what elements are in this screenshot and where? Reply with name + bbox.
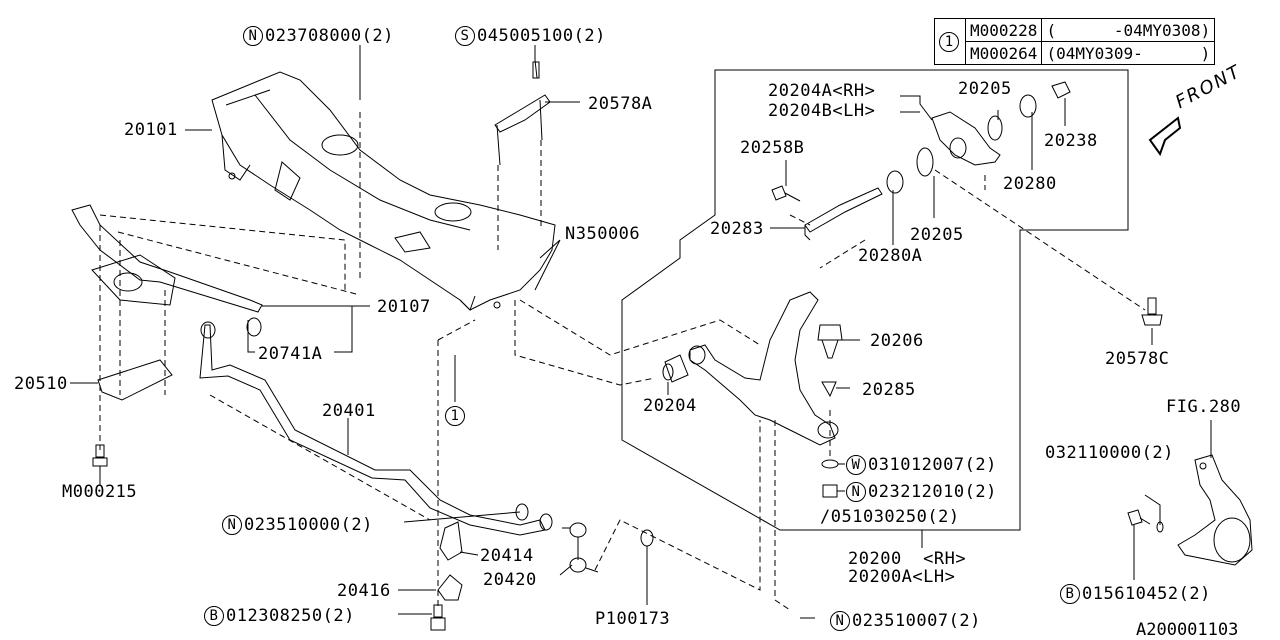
diagram-code: A200001103	[1136, 620, 1239, 640]
part-label-20416[interactable]: 20416	[337, 581, 391, 601]
part-label-20204b[interactable]: 20204B<LH>	[768, 101, 876, 121]
bolt-20578c	[1142, 298, 1162, 325]
bolt-012308250	[431, 605, 445, 630]
bolt-20258b	[772, 186, 800, 201]
part-label-20283[interactable]: 20283	[710, 219, 764, 239]
crossmember-20101	[212, 72, 555, 310]
part-label-20107[interactable]: 20107	[377, 297, 431, 317]
ball-joint-20206	[818, 325, 842, 358]
variant-range: (04MY0309- )	[1041, 41, 1216, 65]
washer-p100173	[641, 530, 653, 546]
washer-20280a	[887, 171, 903, 193]
variant-part: M000264	[964, 41, 1043, 65]
front-arrow-icon	[1150, 118, 1180, 154]
bushing-housing-20204a	[932, 112, 1000, 165]
part-label-20258b[interactable]: 20258B	[740, 138, 805, 158]
part-label-20205-lower[interactable]: 20205	[910, 225, 964, 245]
link-20420	[562, 523, 598, 572]
part-label-20280a[interactable]: 20280A	[858, 246, 923, 266]
fig-reference[interactable]: FIG.280	[1166, 397, 1242, 417]
washer-031012007	[822, 460, 838, 468]
plate-20510	[98, 360, 172, 400]
bolt-015610452	[1128, 510, 1150, 525]
part-label-n350006[interactable]: N350006	[565, 224, 641, 244]
bolt-m000215	[93, 445, 107, 466]
part-label-20414[interactable]: 20414	[480, 546, 534, 566]
nut-20238	[1052, 82, 1070, 98]
part-label-20206[interactable]: 20206	[870, 331, 924, 351]
washer-20205-lower	[917, 148, 933, 176]
part-label-m000215[interactable]: M000215	[62, 482, 138, 502]
part-label-20741a[interactable]: 20741A	[258, 344, 323, 364]
bar-end	[201, 322, 215, 338]
part-label-20200a[interactable]: 20200A<LH>	[848, 567, 956, 587]
part-label-20285[interactable]: 20285	[862, 380, 916, 400]
part-label-20204[interactable]: 20204	[643, 396, 697, 416]
lower-arm-20200	[689, 292, 838, 445]
wrench-icon: ∕	[820, 507, 831, 527]
part-label-20238[interactable]: 20238	[1044, 131, 1098, 151]
shaft-20283	[805, 188, 882, 240]
clamp-20416	[438, 575, 462, 600]
part-label-p100173[interactable]: P100173	[595, 609, 671, 629]
variant-table: 1 M000228 ( -04MY0308) M000264 (04MY0309…	[934, 18, 1216, 65]
variant-ref: 1	[934, 18, 966, 65]
assembly-outline	[622, 70, 1128, 530]
knuckle-fig280	[1178, 455, 1252, 565]
part-label-20578a[interactable]: 20578A	[588, 94, 653, 114]
part-label-20510[interactable]: 20510	[14, 374, 68, 394]
bushing-20414	[440, 522, 462, 560]
part-label-20101[interactable]: 20101	[124, 120, 178, 140]
part-label-20280[interactable]: 20280	[1003, 174, 1057, 194]
dashed-leaders	[100, 112, 1145, 610]
support-bar-20107	[72, 205, 262, 336]
part-label-032110000[interactable]: 032110000(2)	[1045, 443, 1174, 463]
stabilizer-bar-20401	[200, 325, 545, 535]
nut-023212010	[823, 485, 837, 497]
part-label-20204a[interactable]: 20204A<RH>	[768, 81, 876, 101]
bracket-20578a	[495, 60, 550, 165]
part-label-20420[interactable]: 20420	[483, 570, 537, 590]
part-label-051030250[interactable]: ∕051030250(2)	[820, 507, 960, 527]
leader-lines	[70, 45, 1211, 618]
part-label-20401[interactable]: 20401	[322, 401, 376, 421]
variant-part: M000228	[964, 18, 1043, 42]
washer-20205-upper	[988, 116, 1002, 140]
part-label-20578c[interactable]: 20578C	[1105, 349, 1170, 369]
ref-marker-1: 1	[445, 406, 467, 426]
washer-20280	[1020, 95, 1036, 117]
boot-20285	[822, 382, 836, 396]
variant-range: ( -04MY0308)	[1041, 18, 1216, 42]
bushing-20204	[663, 355, 688, 382]
part-label-20205-upper[interactable]: 20205	[958, 79, 1012, 99]
part-label-20200[interactable]: 20200 <RH>	[848, 549, 967, 569]
